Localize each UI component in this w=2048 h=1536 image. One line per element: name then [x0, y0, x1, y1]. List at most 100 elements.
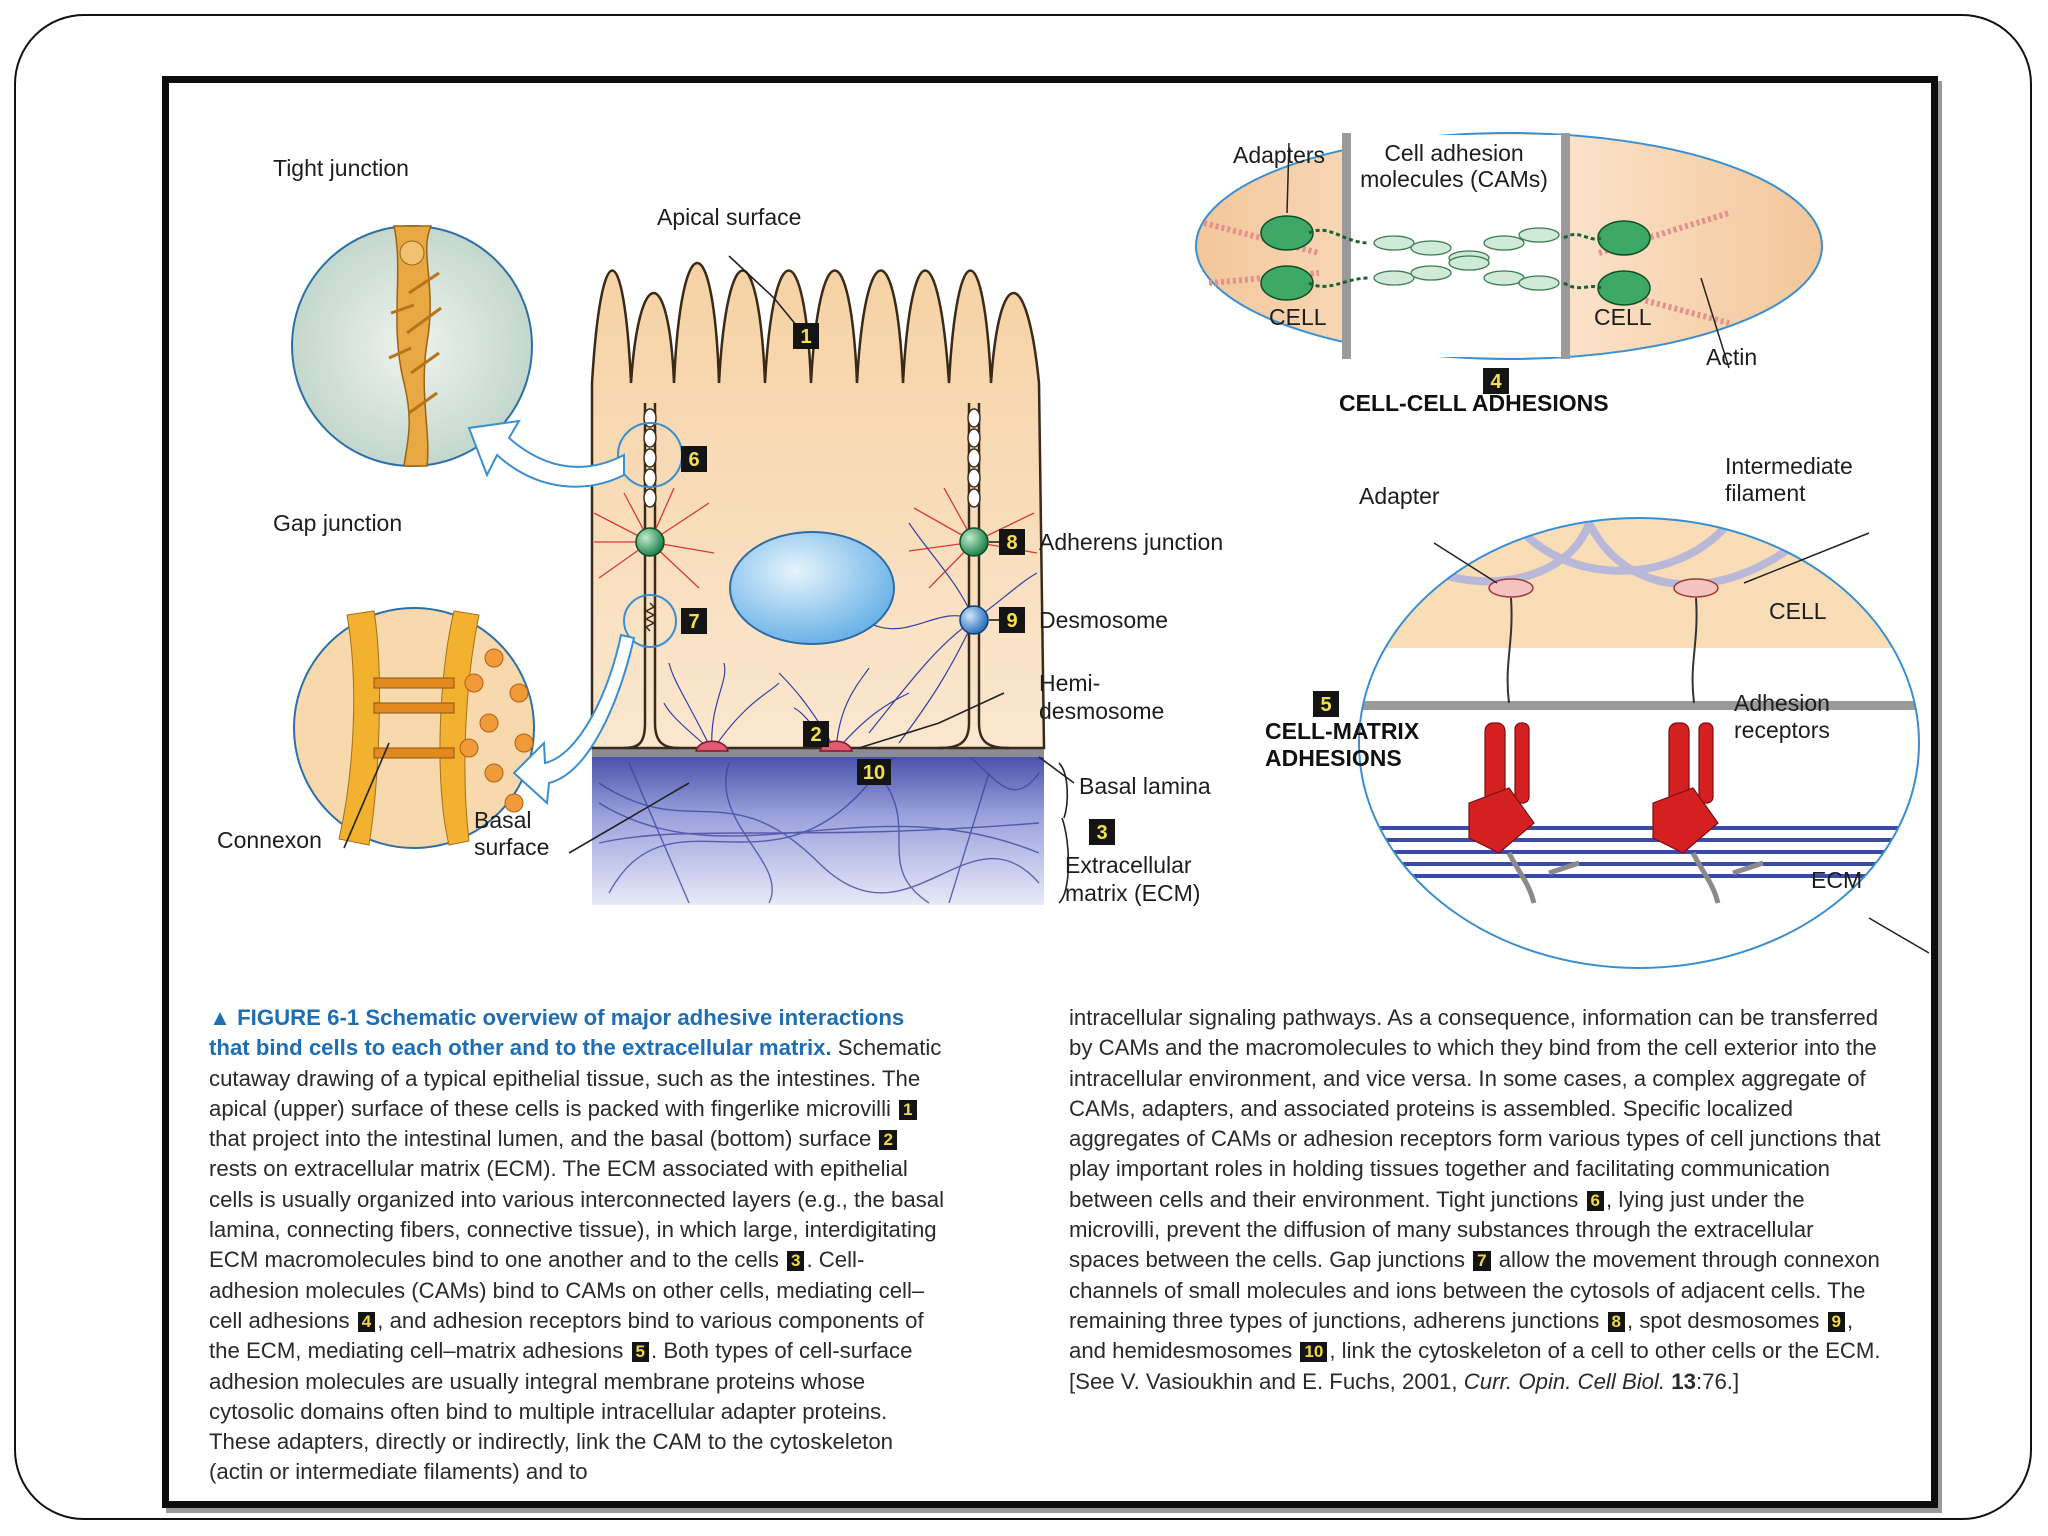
- label-basal-surface-1: Basal: [474, 807, 532, 833]
- badge-7: 7: [681, 608, 707, 634]
- badge-5: 5: [1313, 691, 1339, 717]
- label-hemi-2: desmosome: [1039, 698, 1164, 724]
- label-cell-cell-adhesions: CELL-CELL ADHESIONS: [1339, 390, 1609, 416]
- left-cell-boundary-inner: [653, 403, 680, 750]
- caption-left-column: ▲ FIGURE 6-1 Schematic overview of major…: [209, 1003, 949, 1488]
- label-actin: Actin: [1706, 344, 1757, 370]
- cell-matrix-detail: [1358, 517, 1930, 969]
- caption-badge-9: 9: [1827, 1311, 1845, 1332]
- label-adhesion-receptors-1: Adhesion: [1734, 690, 1830, 716]
- adherens-junction-left: [635, 527, 665, 557]
- caption-badge-6: 6: [1586, 1190, 1605, 1211]
- caption-text: , and hemidesmosomes: [1069, 1307, 1854, 1364]
- label-cell-matrix-cell: CELL: [1769, 598, 1827, 624]
- caption-text: . Both types of cell-surface adhesion mo…: [209, 1338, 913, 1485]
- svg-text:3: 3: [1096, 822, 1107, 844]
- gap-junction-arrow: [512, 633, 636, 806]
- badge-4: 4: [1483, 368, 1509, 394]
- caption-text: Schematic cutaway drawing of a typical e…: [209, 1035, 942, 1121]
- left-cell-boundary: [623, 403, 647, 750]
- caption-text: . Cell-adhesion molecules (CAMs) bind to…: [209, 1247, 925, 1333]
- right-cell-boundary: [938, 403, 971, 750]
- tight-junction-beads: [643, 408, 981, 508]
- caption-text: , link the cytoskeleton of a cell to oth…: [1069, 1338, 1881, 1394]
- svg-text:5: 5: [1320, 694, 1331, 716]
- label-ecm-short: ECM: [1811, 867, 1862, 893]
- caption-text: rests on extracellular matrix (ECM). The…: [209, 1156, 945, 1273]
- label-cams-2: molecules (CAMs): [1360, 166, 1548, 192]
- svg-text:10: 10: [863, 762, 885, 784]
- label-adapters: Adapters: [1233, 142, 1325, 168]
- caption-badge-8: 8: [1607, 1311, 1625, 1332]
- label-cams-1: Cell adhesion: [1384, 140, 1523, 166]
- label-cell-matrix-2: ADHESIONS: [1265, 745, 1402, 771]
- adhesion-diagram: 1 2 3 4 5 6 7 8 9 10 Tight junction Gap …: [217, 132, 1930, 969]
- citation-journal: Curr. Opin. Cell Biol.: [1463, 1368, 1666, 1394]
- nucleus: [729, 531, 895, 645]
- center-pointers: [568, 255, 1075, 904]
- label-basal-surface-2: surface: [474, 834, 549, 860]
- figure-box: 1 2 3 4 5 6 7 8 9 10 Tight junction Gap …: [162, 76, 1938, 1508]
- desmosome-ball: [959, 605, 989, 635]
- caption-badge-5: 5: [631, 1342, 649, 1363]
- caption-heading: ▲ FIGURE 6-1 Schematic overview of major…: [209, 1005, 905, 1061]
- label-adhesion-receptors-2: receptors: [1734, 717, 1830, 743]
- svg-text:1: 1: [800, 326, 811, 348]
- label-intermediate-1: Intermediate: [1725, 453, 1853, 479]
- caption-text: allow the movement through connexon chan…: [1069, 1247, 1880, 1333]
- label-hemi-1: Hemi-: [1039, 670, 1100, 696]
- right-cell-boundary-inner: [977, 403, 1010, 750]
- number-badges: 1 2 3 4 5 6 7 8 9 10: [681, 323, 1509, 845]
- label-ecm-1: Extracellular: [1065, 852, 1192, 878]
- label-connexon: Connexon: [217, 827, 322, 853]
- caption-text: intracellular signaling pathways. As a c…: [1069, 1005, 1881, 1212]
- label-tight-junction: Tight junction: [273, 155, 409, 181]
- svg-text:2: 2: [810, 724, 821, 746]
- badge-8: 8: [999, 529, 1025, 555]
- label-gap-junction: Gap junction: [273, 510, 402, 536]
- caption-badge-4: 4: [357, 1311, 376, 1332]
- svg-text:8: 8: [1006, 532, 1017, 554]
- caption-text: :76.]: [1695, 1368, 1740, 1394]
- label-adapter: Adapter: [1359, 483, 1440, 509]
- gap-junction-zigzag: [644, 602, 656, 632]
- hemidesmosome-left: [695, 740, 729, 752]
- caption-text: , spot desmosomes: [1626, 1307, 1826, 1333]
- badge-6: 6: [681, 446, 707, 472]
- label-cell-left: CELL: [1269, 304, 1327, 330]
- tight-junction-arrow: [467, 419, 625, 488]
- slide-frame: 1 2 3 4 5 6 7 8 9 10 Tight junction Gap …: [14, 14, 2032, 1520]
- svg-text:6: 6: [688, 449, 699, 471]
- label-cell-right: CELL: [1594, 304, 1652, 330]
- tight-junction-detail: [291, 225, 533, 467]
- badge-10: 10: [857, 759, 891, 785]
- svg-text:9: 9: [1006, 610, 1017, 632]
- label-apical-surface: Apical surface: [657, 204, 801, 230]
- epithelial-cells: [590, 262, 1046, 905]
- caption-text: , and adhesion receptors bind to various…: [209, 1307, 924, 1364]
- gap-junction-highlight: [623, 594, 677, 648]
- label-ecm-2: matrix (ECM): [1065, 880, 1200, 906]
- label-desmosome: Desmosome: [1039, 607, 1168, 633]
- gap-junction-detail: [293, 607, 535, 849]
- caption-text: that project into the intestinal lumen, …: [209, 1126, 878, 1152]
- label-basal-lamina: Basal lamina: [1079, 773, 1211, 799]
- caption-badge-2: 2: [879, 1130, 897, 1151]
- caption-badge-1: 1: [899, 1099, 917, 1120]
- cell-cell-detail: [1195, 132, 1823, 369]
- badge-9: 9: [999, 607, 1025, 633]
- label-adherens-junction: Adherens junction: [1039, 529, 1223, 555]
- svg-text:4: 4: [1490, 371, 1502, 393]
- badge-2: 2: [803, 721, 829, 747]
- caption-badge-3: 3: [786, 1251, 805, 1272]
- label-cell-matrix-1: CELL-MATRIX: [1265, 718, 1420, 744]
- caption-badge-7: 7: [1473, 1251, 1491, 1272]
- label-intermediate-2: filament: [1725, 480, 1806, 506]
- badge-1: 1: [793, 323, 819, 349]
- adherens-junction-right: [959, 527, 989, 557]
- connexon-pointer: [343, 742, 390, 849]
- svg-text:7: 7: [688, 611, 699, 633]
- caption-text: , lying just under the microvilli, preve…: [1069, 1186, 1814, 1273]
- caption-right-column: intracellular signaling pathways. As a c…: [1069, 1003, 1889, 1397]
- badge-3: 3: [1089, 819, 1115, 845]
